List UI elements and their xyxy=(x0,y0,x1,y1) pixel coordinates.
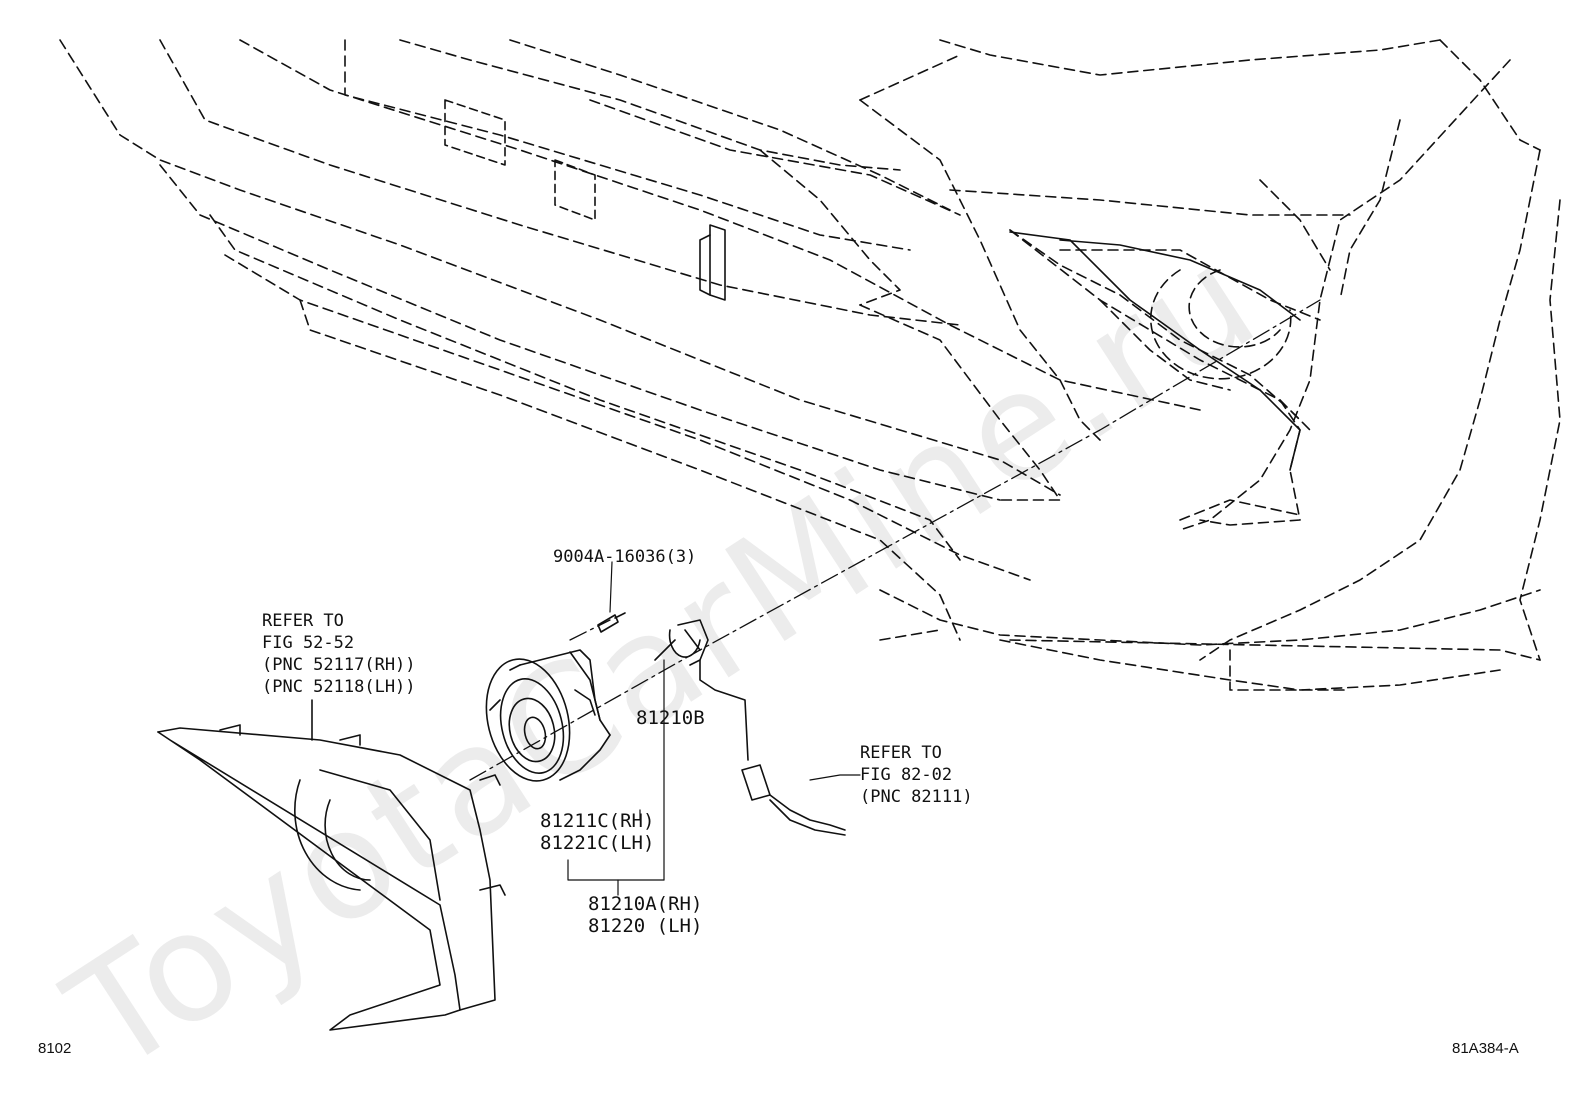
fog-lamp-unit xyxy=(485,649,611,782)
bezel-reference-label: REFER TO FIG 52-52 (PNC 52117(RH)) (PNC … xyxy=(262,611,416,697)
lamp-unit-part-label: 81211C(RH) 81221C(LH) xyxy=(540,810,655,854)
bumper-lamp-opening xyxy=(1009,231,1301,471)
lamp-assembly-part-label: 81210A(RH) 81220 (LH) xyxy=(588,893,703,937)
screw xyxy=(597,561,626,633)
illustration-id: 81A384-A xyxy=(1452,1040,1519,1057)
fog-lamp-bezel xyxy=(157,699,506,1031)
leader-lines xyxy=(567,809,665,896)
grille-bracket xyxy=(444,99,726,301)
figure-code: 8102 xyxy=(38,1040,72,1057)
screw-part-label: 9004A-16036(3) xyxy=(553,547,697,567)
bulb xyxy=(654,619,749,881)
assembly-axis xyxy=(469,299,1321,781)
wire-reference-label: REFER TO FIG 82-02 (PNC 82111) xyxy=(860,743,973,807)
wire-harness xyxy=(741,764,861,836)
bumper-outline xyxy=(59,39,1561,691)
bulb-part-label: 81210B xyxy=(636,707,705,729)
